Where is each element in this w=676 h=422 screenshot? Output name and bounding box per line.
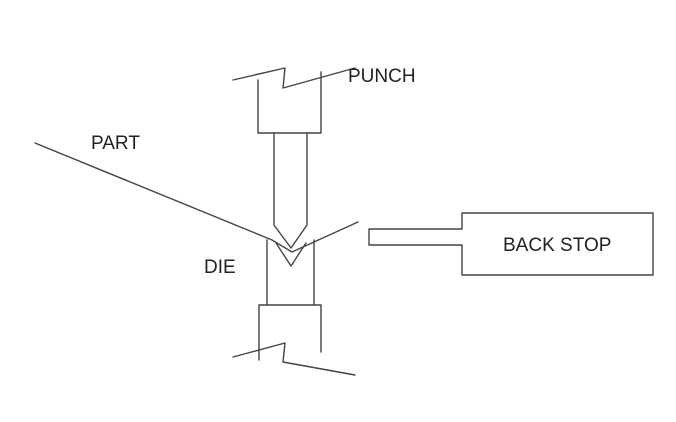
punch-holder xyxy=(232,67,356,134)
punch-shaft xyxy=(273,132,308,249)
die-block xyxy=(258,304,322,361)
back-stop-body xyxy=(368,212,654,276)
die-v-groove xyxy=(275,242,307,267)
back-stop xyxy=(368,212,654,276)
punch-break-line xyxy=(232,67,356,89)
part-line xyxy=(34,142,359,253)
die xyxy=(232,239,356,376)
die-walls xyxy=(266,239,315,306)
die-break-line xyxy=(232,342,356,376)
punch-label: PUNCH xyxy=(348,66,416,87)
punch-block xyxy=(257,71,322,134)
part-sheet xyxy=(34,142,359,253)
part-label: PART xyxy=(91,133,140,154)
back-stop-label: BACK STOP xyxy=(503,235,611,256)
die-label: DIE xyxy=(204,257,236,278)
